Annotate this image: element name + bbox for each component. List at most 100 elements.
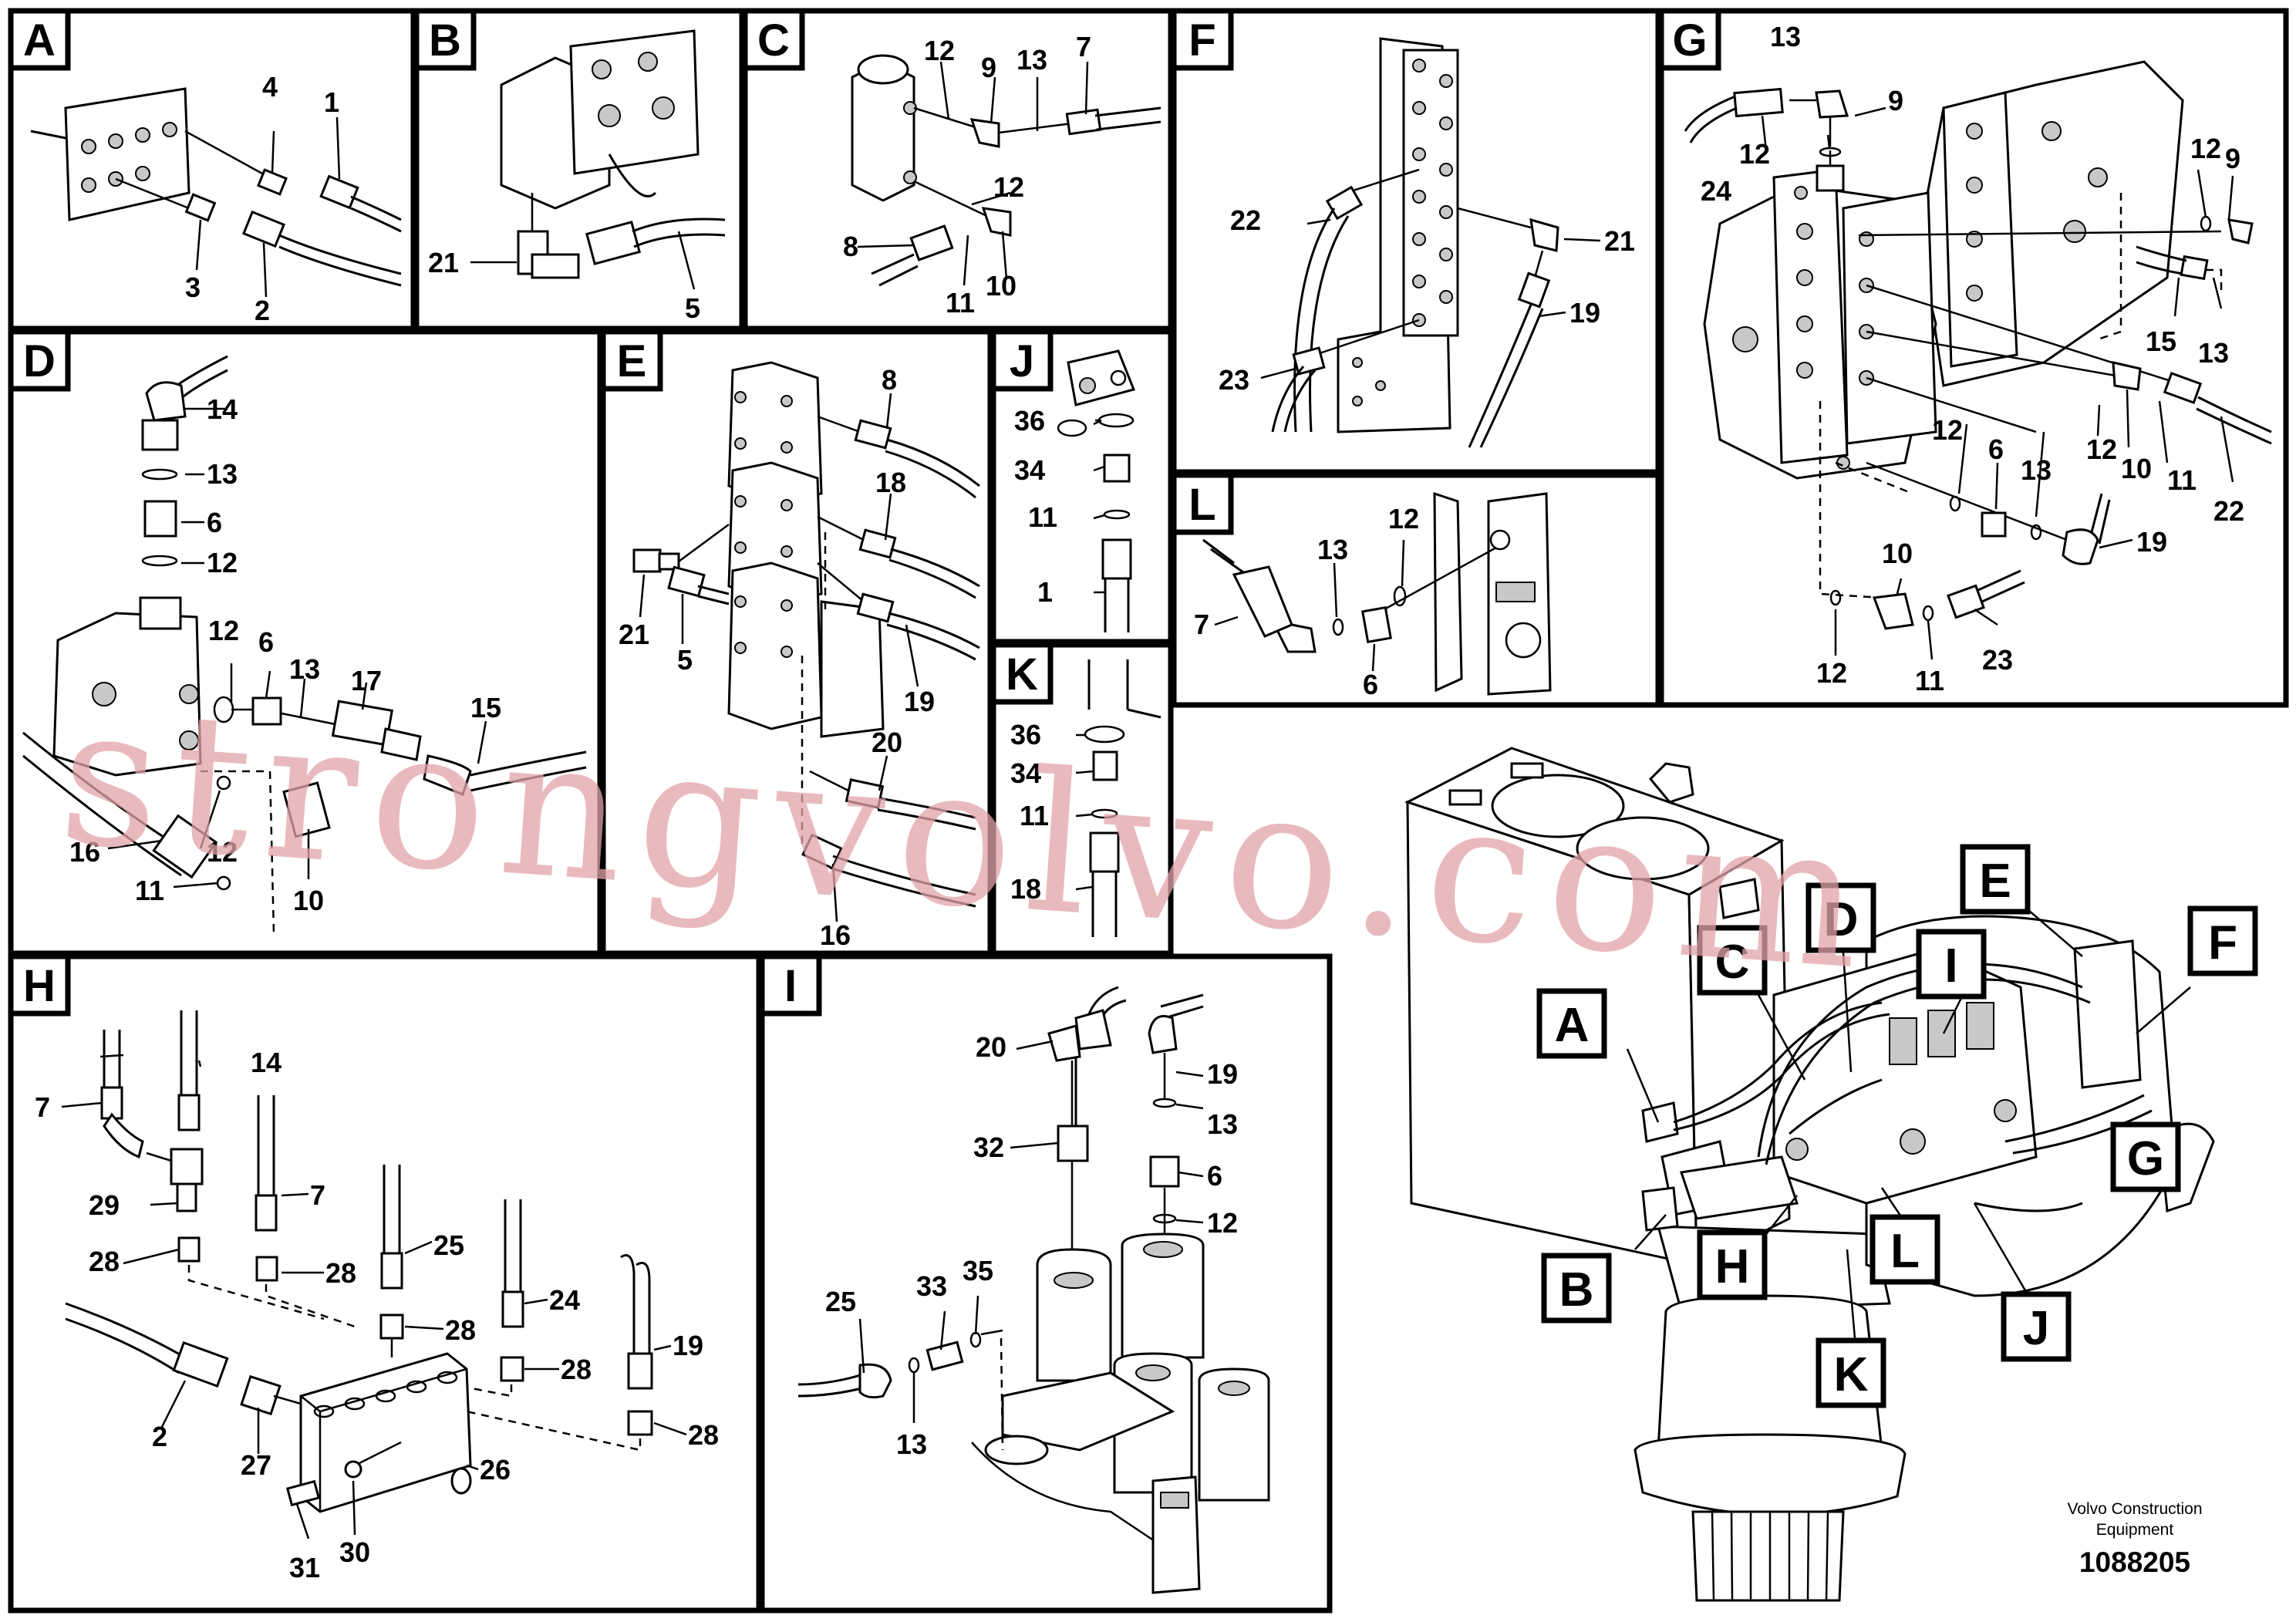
panel-tag-c[interactable] <box>742 8 805 71</box>
part-label: 18 <box>1010 873 1041 905</box>
panel-tag-e[interactable] <box>600 329 663 392</box>
part-label: 18 <box>875 467 906 498</box>
part-label: 11 <box>1020 800 1049 831</box>
overview-callout-d[interactable] <box>1805 882 1876 953</box>
overview-callout-i-label: I <box>1944 939 1957 993</box>
panel-d-drawing <box>22 355 587 934</box>
part-label: 16 <box>69 836 100 868</box>
part-label: 2 <box>152 1421 167 1452</box>
panel-tag-k[interactable] <box>990 642 1054 705</box>
part-label: 5 <box>685 292 700 324</box>
part-label: 10 <box>1882 538 1913 569</box>
panel-c-frame <box>742 8 1174 332</box>
part-label: 20 <box>872 727 902 758</box>
panel-tag-j-label: J <box>1010 336 1034 386</box>
part-label: 7 <box>310 1179 325 1211</box>
part-label: 31 <box>289 1552 320 1583</box>
panel-i-drawing <box>797 986 1270 1594</box>
part-label: 22 <box>2213 495 2244 527</box>
part-label: 15 <box>2146 325 2176 357</box>
part-label: 12 <box>1207 1207 1238 1239</box>
panel-e-drawing <box>632 361 980 922</box>
part-label: 6 <box>1207 1160 1222 1192</box>
part-label: 11 <box>1028 501 1057 533</box>
overview-callout-f-label: F <box>2208 916 2237 969</box>
part-label: 25 <box>825 1286 856 1317</box>
overview-callout-c-label: C <box>1715 936 1750 989</box>
part-label: 9 <box>981 52 996 83</box>
overview-callout-a-label: A <box>1555 999 1590 1052</box>
overview-callout-c[interactable] <box>1697 925 1768 996</box>
panel-tag-k-label: K <box>1006 649 1038 700</box>
part-label: 19 <box>2136 526 2167 558</box>
part-label: 33 <box>916 1270 947 1302</box>
panel-tag-a-label: A <box>23 15 56 66</box>
part-label: 27 <box>241 1449 271 1481</box>
part-label: 2 <box>255 295 270 326</box>
part-label: 6 <box>1988 433 2004 465</box>
company-name-line1: Volvo Construction <box>2067 1500 2202 1518</box>
overview-callout-b[interactable] <box>1541 1253 1612 1324</box>
part-label: 21 <box>619 619 649 650</box>
part-label: 35 <box>963 1255 993 1286</box>
overview-callout-e[interactable] <box>1960 844 2031 915</box>
part-label: 7 <box>1076 31 1091 62</box>
part-label: 13 <box>1207 1108 1238 1140</box>
part-label: 13 <box>1017 44 1047 76</box>
part-label: 15 <box>470 692 501 723</box>
part-label: 36 <box>1014 405 1045 437</box>
panel-tag-j[interactable] <box>990 329 1054 392</box>
panel-tag-h[interactable] <box>8 953 71 1017</box>
panel-tag-i[interactable] <box>759 953 822 1017</box>
panel-tag-g-label: G <box>1672 15 1707 66</box>
panel-b-drawing <box>470 29 726 290</box>
panel-tag-d[interactable] <box>8 329 71 392</box>
part-label: 28 <box>325 1257 356 1289</box>
overview-callout-h[interactable] <box>1697 1229 1768 1300</box>
overview-callout-l[interactable] <box>1870 1214 1940 1285</box>
overview-callout-f[interactable] <box>2187 905 2258 976</box>
overview-callout-i[interactable] <box>1916 929 1987 1000</box>
part-label: 6 <box>258 626 274 658</box>
part-label: 32 <box>973 1131 1004 1163</box>
panel-h-drawing <box>61 1010 687 1539</box>
part-label: 12 <box>207 836 238 868</box>
panel-c-drawing <box>851 54 1161 287</box>
overview-callout-a[interactable] <box>1536 988 1607 1059</box>
panel-j-drawing <box>1057 349 1136 632</box>
part-label: 26 <box>480 1454 511 1485</box>
part-label: 12 <box>1739 138 1770 170</box>
overview-callout-g-label: G <box>2127 1132 2164 1185</box>
drawing-number: 1088205 <box>2079 1546 2190 1578</box>
panel-tag-l[interactable] <box>1171 472 1234 535</box>
part-label: 9 <box>2225 143 2240 174</box>
part-label: 11 <box>1915 665 1944 696</box>
overview-callout-k[interactable] <box>1816 1337 1886 1408</box>
panel-tag-a[interactable] <box>8 8 71 71</box>
panel-tag-b[interactable] <box>413 8 477 71</box>
part-label: 36 <box>1010 719 1041 750</box>
overview-callout-b-label: B <box>1559 1263 1594 1317</box>
part-label: 19 <box>904 686 935 717</box>
panel-f-drawing <box>1260 37 1601 448</box>
part-label: 28 <box>688 1419 719 1451</box>
part-label: 28 <box>561 1354 592 1385</box>
part-label: 12 <box>208 615 239 646</box>
part-label: 11 <box>135 875 164 906</box>
overview-callout-e-label: E <box>1979 855 2011 908</box>
part-label: 13 <box>1317 534 1348 565</box>
panel-tag-f[interactable] <box>1171 8 1234 71</box>
part-label: 10 <box>2121 453 2152 484</box>
part-label: 12 <box>1388 503 1419 534</box>
panel-tag-b-label: B <box>429 15 461 66</box>
part-label: 13 <box>289 653 320 685</box>
overview-callout-j[interactable] <box>2001 1291 2072 1362</box>
panel-tag-c-label: C <box>757 15 790 66</box>
part-label: 23 <box>1982 644 2013 676</box>
part-label: 1 <box>324 86 339 118</box>
part-label: 10 <box>986 270 1017 302</box>
panel-tag-g[interactable] <box>1658 8 1721 71</box>
overview-callout-g[interactable] <box>2110 1121 2181 1192</box>
part-label: 21 <box>428 247 459 278</box>
